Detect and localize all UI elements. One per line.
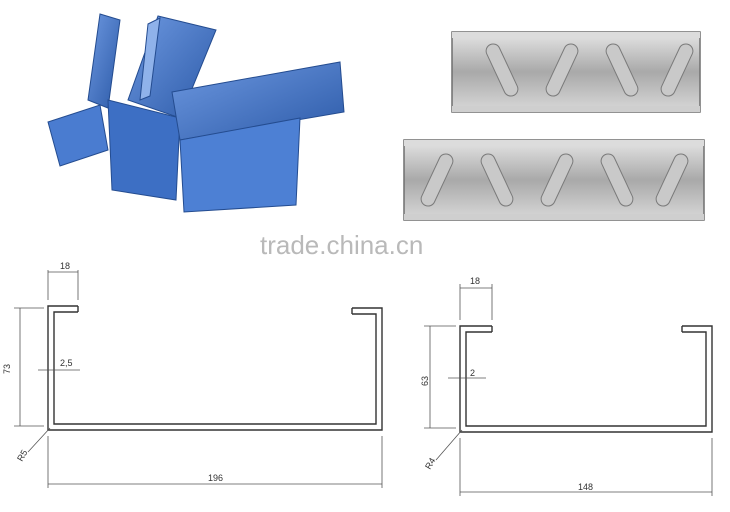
right-radius-dimension: R4 (423, 456, 437, 471)
galvanized-profiles-photo (403, 31, 705, 221)
right-height-dimension: 63 (420, 376, 430, 386)
right-profile-drawing: 18 63 2 R4 148 (420, 276, 713, 496)
right-profile-outline (459, 325, 713, 433)
watermark-text: trade.china.cn (260, 230, 423, 260)
left-profile-outline (47, 305, 383, 431)
blue-profiles-photo (47, 13, 345, 213)
left-lip-dimension: 18 (60, 261, 70, 271)
right-width-dimension: 148 (578, 482, 593, 492)
right-lip-dimension: 18 (470, 276, 480, 286)
left-thickness-dimension: 2,5 (60, 358, 73, 368)
right-thickness-dimension: 2 (470, 368, 475, 378)
left-radius-dimension: R5 (15, 448, 29, 463)
left-profile-drawing: 18 73 2,5 R5 196 (2, 261, 383, 488)
left-height-dimension: 73 (2, 364, 12, 374)
left-width-dimension: 196 (208, 473, 223, 483)
